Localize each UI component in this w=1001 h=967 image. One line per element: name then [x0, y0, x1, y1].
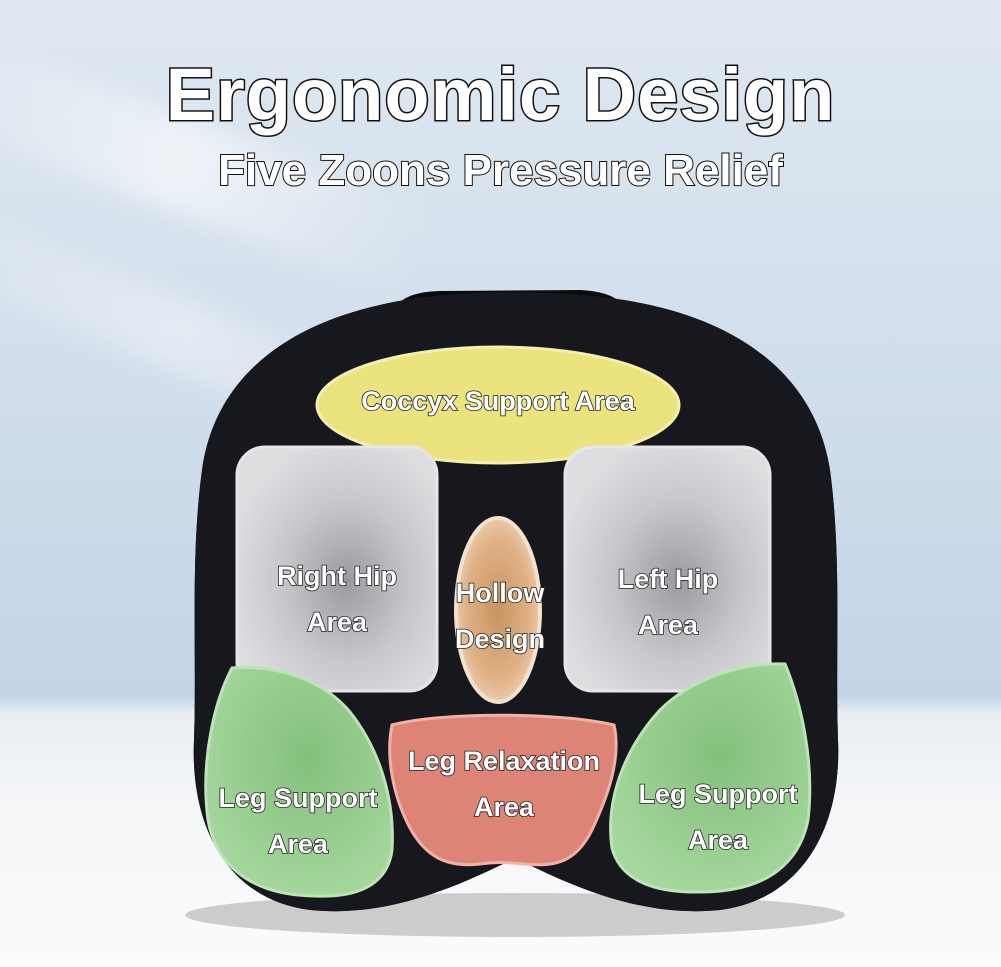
right-hip-zone	[235, 445, 439, 693]
leg-support-right-zone	[609, 662, 812, 894]
hollow-label: Hollow Design	[430, 570, 570, 662]
coccyx-zone	[315, 345, 681, 465]
leg-relaxation-label: Leg Relaxation Area	[380, 738, 628, 830]
right-hip-label: Right Hip Area	[237, 553, 437, 645]
page-title: Ergonomic Design	[164, 52, 836, 138]
right-hip-label-line2: Area	[306, 606, 368, 638]
hollow-zone	[454, 516, 542, 704]
leg-support-right-label-line1: Leg Support	[638, 778, 799, 810]
leg-relaxation-label-line2: Area	[473, 791, 535, 823]
left-hip-label-line2: Area	[637, 609, 699, 641]
leg-support-left-label-line1: Leg Support	[218, 782, 379, 814]
left-hip-label: Left Hip Area	[568, 556, 768, 648]
right-hip-label-line1: Right Hip	[276, 560, 398, 592]
left-hip-zone	[563, 445, 772, 693]
leg-relaxation-label-line1: Leg Relaxation	[407, 745, 601, 777]
leg-support-left-label: Leg Support Area	[198, 775, 398, 867]
leg-support-left-label-line2: Area	[267, 828, 329, 860]
hollow-label-line2: Design	[454, 623, 546, 655]
leg-support-right-label: Leg Support Area	[618, 771, 818, 863]
left-hip-label-line1: Left Hip	[617, 563, 719, 595]
leg-relaxation-zone	[388, 713, 618, 867]
page-subtitle: Five Zoons Pressure Relief	[217, 145, 784, 196]
leg-support-left-zone	[204, 665, 394, 898]
hollow-label-line1: Hollow	[455, 577, 545, 609]
leg-support-right-label-line2: Area	[687, 824, 749, 856]
coccyx-label: Coccyx Support Area	[360, 385, 635, 417]
